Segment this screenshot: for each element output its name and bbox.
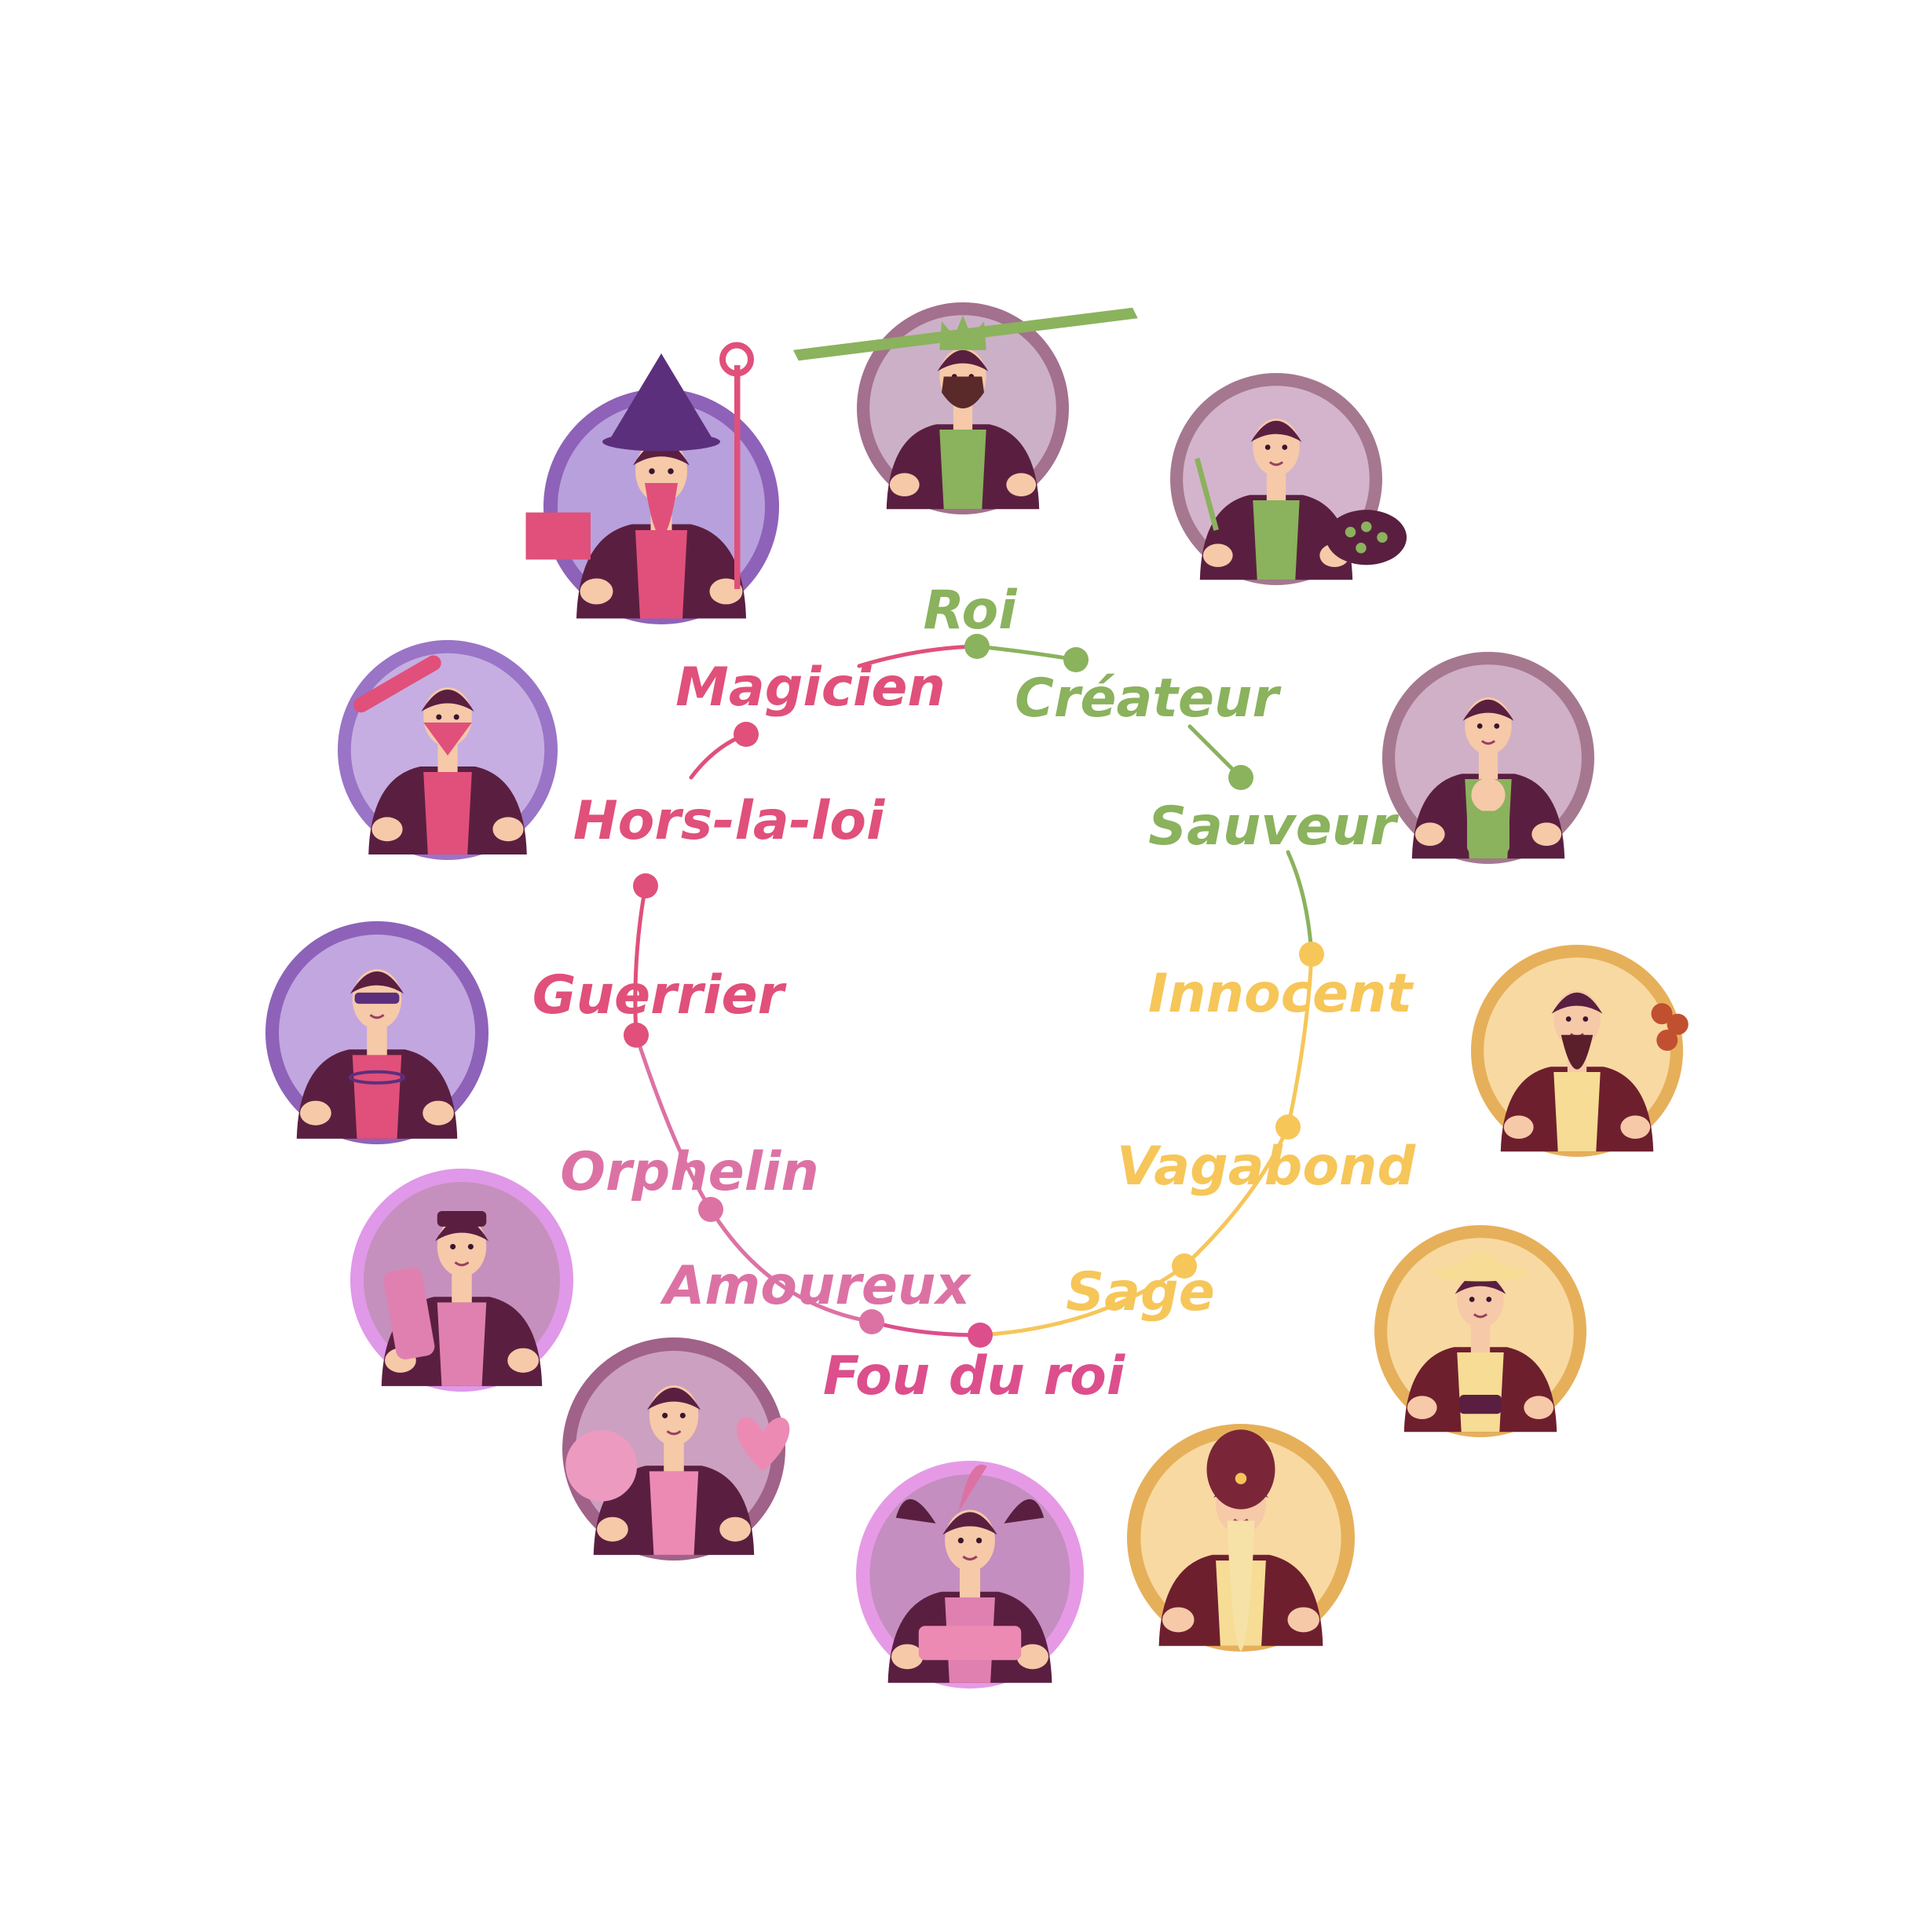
hippie-medallion xyxy=(1471,945,1689,1157)
painter-medallion xyxy=(1170,373,1407,585)
connector-dot xyxy=(633,873,658,898)
lover-medallion xyxy=(562,1337,789,1561)
connector-dot xyxy=(1228,765,1253,790)
explorer-medallion xyxy=(1374,1225,1586,1437)
label-orphelin: Orphelin xyxy=(560,1141,819,1203)
orphan-medallion xyxy=(350,1169,573,1392)
label-vagabond: Vagabond xyxy=(1117,1136,1417,1198)
connector-dot xyxy=(734,722,759,747)
label-innocent: Innocent xyxy=(1148,963,1414,1025)
label-createur: Créateur xyxy=(1015,668,1282,730)
connector-line xyxy=(1288,852,1312,954)
jester-medallion xyxy=(856,1461,1084,1689)
archetype-medallions xyxy=(265,302,1689,1689)
connector-line xyxy=(872,1322,980,1335)
archetype-labels: RoiCréateurSauveurInnocentVagabondSageFo… xyxy=(532,580,1417,1407)
connector-dot xyxy=(968,1323,993,1348)
hero-medallion xyxy=(265,921,488,1144)
king-medallion xyxy=(793,302,1138,514)
label-amoureux: Amoureux xyxy=(660,1255,972,1317)
connector-line xyxy=(977,646,1076,660)
label-roi: Roi xyxy=(924,580,1019,642)
caregiver-medallion xyxy=(1382,652,1594,864)
label-guerrier: Guerrier xyxy=(532,964,788,1026)
sage-medallion xyxy=(1127,1424,1355,1652)
wizard-medallion xyxy=(526,346,780,625)
king-figure xyxy=(793,308,1138,510)
label-magicien: Magicien xyxy=(675,657,946,719)
label-horslaloi: Hors-la-loi xyxy=(573,790,886,852)
label-sage: Sage xyxy=(1066,1261,1215,1323)
outlaw-medallion xyxy=(338,640,558,860)
label-sauveur: Sauveur xyxy=(1148,796,1400,858)
label-fou: Fou du roi xyxy=(823,1345,1126,1407)
